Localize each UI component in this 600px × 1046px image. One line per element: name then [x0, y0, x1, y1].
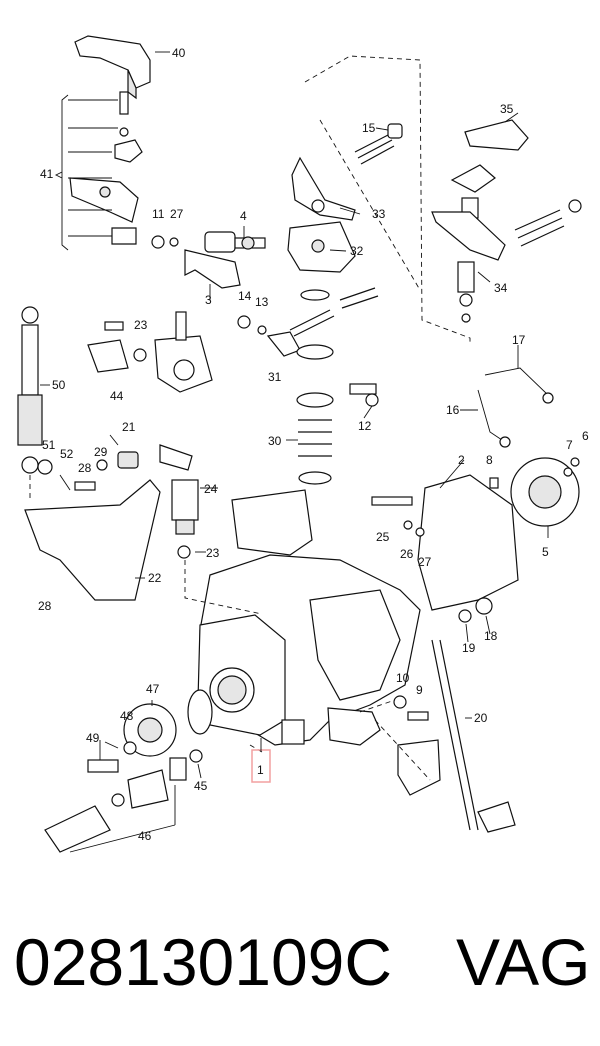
callout-label: 4	[240, 209, 247, 223]
callout-label: 50	[52, 378, 66, 392]
callout-label: 16	[446, 403, 460, 417]
callout-label: 7	[566, 438, 573, 452]
callout-label: 5	[542, 545, 549, 559]
callout-label: 31	[268, 370, 282, 384]
exploded-parts-diagram: 40 41 35 15 33 11 27 4 32 3 14 13 34 23 …	[17, 35, 589, 853]
brand-text: VAG	[456, 925, 591, 999]
callout-label: 15	[362, 121, 376, 135]
callout-label: 13	[255, 295, 269, 309]
caption-bar: 028130109C VAG	[0, 922, 600, 1012]
callout-label: 2	[458, 453, 465, 467]
callout-label: 49	[86, 731, 100, 745]
callout-label: 6	[582, 429, 589, 443]
callout-label: 20	[474, 711, 488, 725]
callout-label: 33	[372, 207, 386, 221]
callout-label: 45	[194, 779, 208, 793]
callout-label: 9	[416, 683, 423, 697]
callout-label: 51	[42, 438, 56, 452]
callout-label: 32	[350, 244, 364, 258]
callout-label: 3	[205, 293, 212, 307]
callout-labels: 40 41 35 15 33 11 27 4 32 3 14 13 34 23 …	[38, 46, 589, 843]
callout-label: 28	[78, 461, 92, 475]
callout-label: 24	[204, 482, 218, 496]
leader-lines	[29, 51, 549, 853]
callout-label: 12	[358, 419, 372, 433]
callout-label: 22	[148, 571, 162, 585]
callout-label: 14	[238, 289, 252, 303]
callout-label: 46	[138, 829, 152, 843]
callout-label: 29	[94, 445, 108, 459]
callout-label: 21	[122, 420, 136, 434]
highlighted-callout-1: 1	[251, 738, 271, 783]
callout-label: 47	[146, 682, 160, 696]
callout-label: 41	[40, 167, 54, 181]
callout-label: 23	[134, 318, 148, 332]
callout-label: 25	[376, 530, 390, 544]
part-number-text: 028130109C	[14, 925, 393, 999]
callout-label-highlighted: 1	[257, 763, 264, 777]
callout-label: 27	[170, 207, 184, 221]
callout-label: 30	[268, 434, 282, 448]
callout-label: 18	[484, 629, 498, 643]
callout-label: 34	[494, 281, 508, 295]
callout-label: 52	[60, 447, 74, 461]
callout-label: 10	[396, 671, 410, 685]
callout-label: 35	[500, 102, 514, 116]
callout-label: 11	[152, 207, 165, 221]
callout-label: 23	[206, 546, 220, 560]
callout-label: 28	[38, 599, 52, 613]
callout-label: 19	[462, 641, 476, 655]
callout-label: 8	[486, 453, 493, 467]
callout-label: 27	[418, 555, 432, 569]
callout-label: 40	[172, 46, 186, 60]
parts-illustration	[17, 35, 582, 853]
callout-label: 17	[512, 333, 526, 347]
callout-label: 44	[110, 389, 124, 403]
callout-label: 26	[400, 547, 414, 561]
callout-label: 48	[120, 709, 134, 723]
